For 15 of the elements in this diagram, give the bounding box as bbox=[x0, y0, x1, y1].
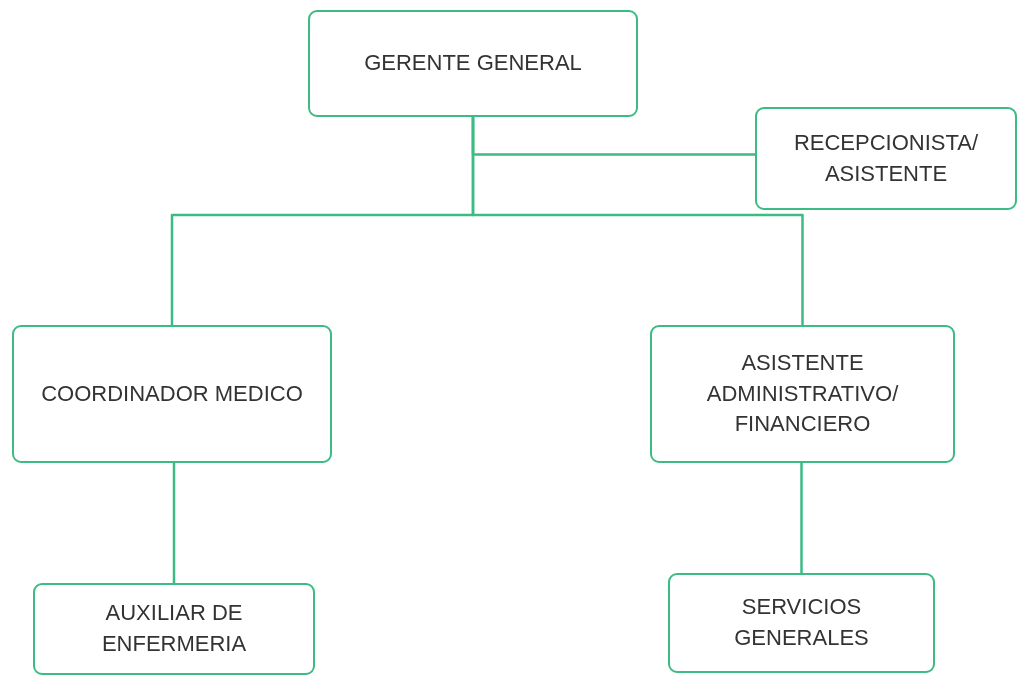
connector-line bbox=[800, 463, 803, 573]
position-title: SERVICIOS GENERALES bbox=[733, 593, 870, 652]
connector-line bbox=[172, 463, 176, 583]
position-box bbox=[12, 325, 332, 463]
position-title: COORDINADOR MEDICO bbox=[41, 379, 303, 408]
position-box bbox=[668, 573, 935, 673]
position-box bbox=[308, 10, 638, 117]
position-box bbox=[33, 583, 315, 675]
connector-line bbox=[471, 117, 804, 325]
position-title: GERENTE GENERAL bbox=[364, 49, 582, 78]
position-box bbox=[755, 107, 1017, 210]
position-title: AUXILIAR DE ENFERMERIA bbox=[100, 599, 248, 658]
position-box bbox=[650, 325, 955, 463]
position-title: ASISTENTE ADMINISTRATIVO/ FINANCIERO bbox=[705, 348, 900, 439]
position-title: RECEPCIONISTA/ ASISTENTE bbox=[792, 128, 980, 188]
